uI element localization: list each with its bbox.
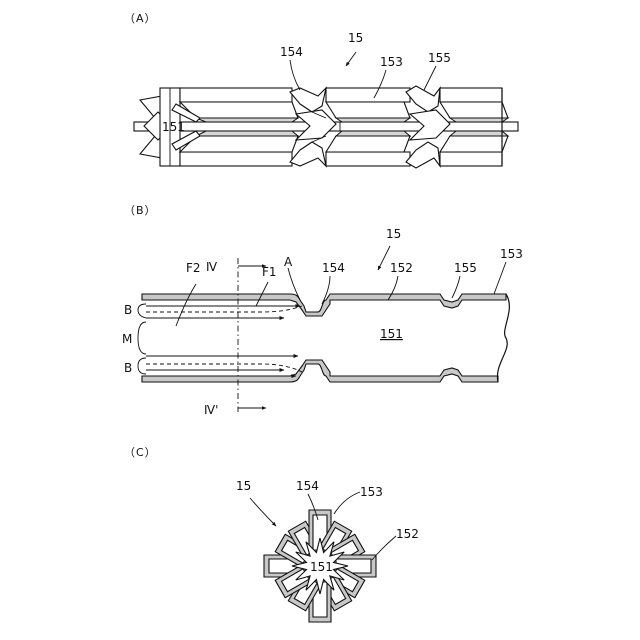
panel-a-letter: （A） [124,12,157,25]
panel-b-label-f2: F2 [186,261,201,275]
panel-a-ref-15: 15 [348,31,363,45]
panel-c-arrow-15 [250,498,276,526]
panel-a-leader-155 [424,66,436,90]
panel-b-label-f1: F1 [262,265,277,279]
panel-b-section-bottom-label: Ⅳ' [204,403,218,417]
panel-b-flow-arrows [146,268,302,376]
panel-a-ref-154: 154 [280,45,303,59]
panel-b-bracket-bottom [138,358,146,374]
panel-b-ref-152: 152 [390,261,413,275]
panel-b-bracket-m [138,322,146,354]
panel-c-leader-152 [372,536,396,560]
panel-b-bottom-wall [142,360,498,382]
panel-c: （C） 15 154 153 152 151 [124,446,419,622]
panel-b-arrow-15 [378,246,390,270]
panel-b-ref-154: 154 [322,261,345,275]
panel-a-ref-153: 153 [380,55,403,69]
panel-b-section-top-label: Ⅳ [206,260,217,274]
panel-b-label-b-top: B [124,303,132,317]
panel-b-ref-151: 151 [380,327,403,341]
panel-a-arrow-15 [346,52,356,66]
panel-c-ref-151: 151 [310,560,333,574]
panel-a-leader-154 [290,60,300,90]
panel-b-leader-155 [452,276,460,298]
panel-c-ref-152: 152 [396,527,419,541]
panel-a-ref-155: 155 [428,51,451,65]
panel-c-ref-153: 153 [360,485,383,499]
panel-b-label-a: A [284,255,293,269]
panel-b-top-wall [142,294,506,316]
panel-b-leader-153 [494,262,506,294]
panel-b-ref-155: 155 [454,261,477,275]
panel-b-label-b-bottom: B [124,361,132,375]
panel-c-leader-153 [334,492,360,514]
panel-c-ref-15: 15 [236,479,251,493]
panel-b-ref-153: 153 [500,247,523,261]
panel-b-bracket-top [138,304,146,318]
panel-c-ref-154: 154 [296,479,319,493]
panel-b-ref-15: 15 [386,227,401,241]
panel-b: （B） Ⅳ Ⅳ' B M B [122,204,523,417]
panel-b-label-m: M [122,332,132,346]
panel-b-break-line [497,294,509,382]
panel-a-ref-151: 151 [162,120,185,134]
panel-c-letter: （C） [124,446,157,459]
panel-b-letter: （B） [124,204,157,217]
panel-a: （A） [124,12,518,168]
